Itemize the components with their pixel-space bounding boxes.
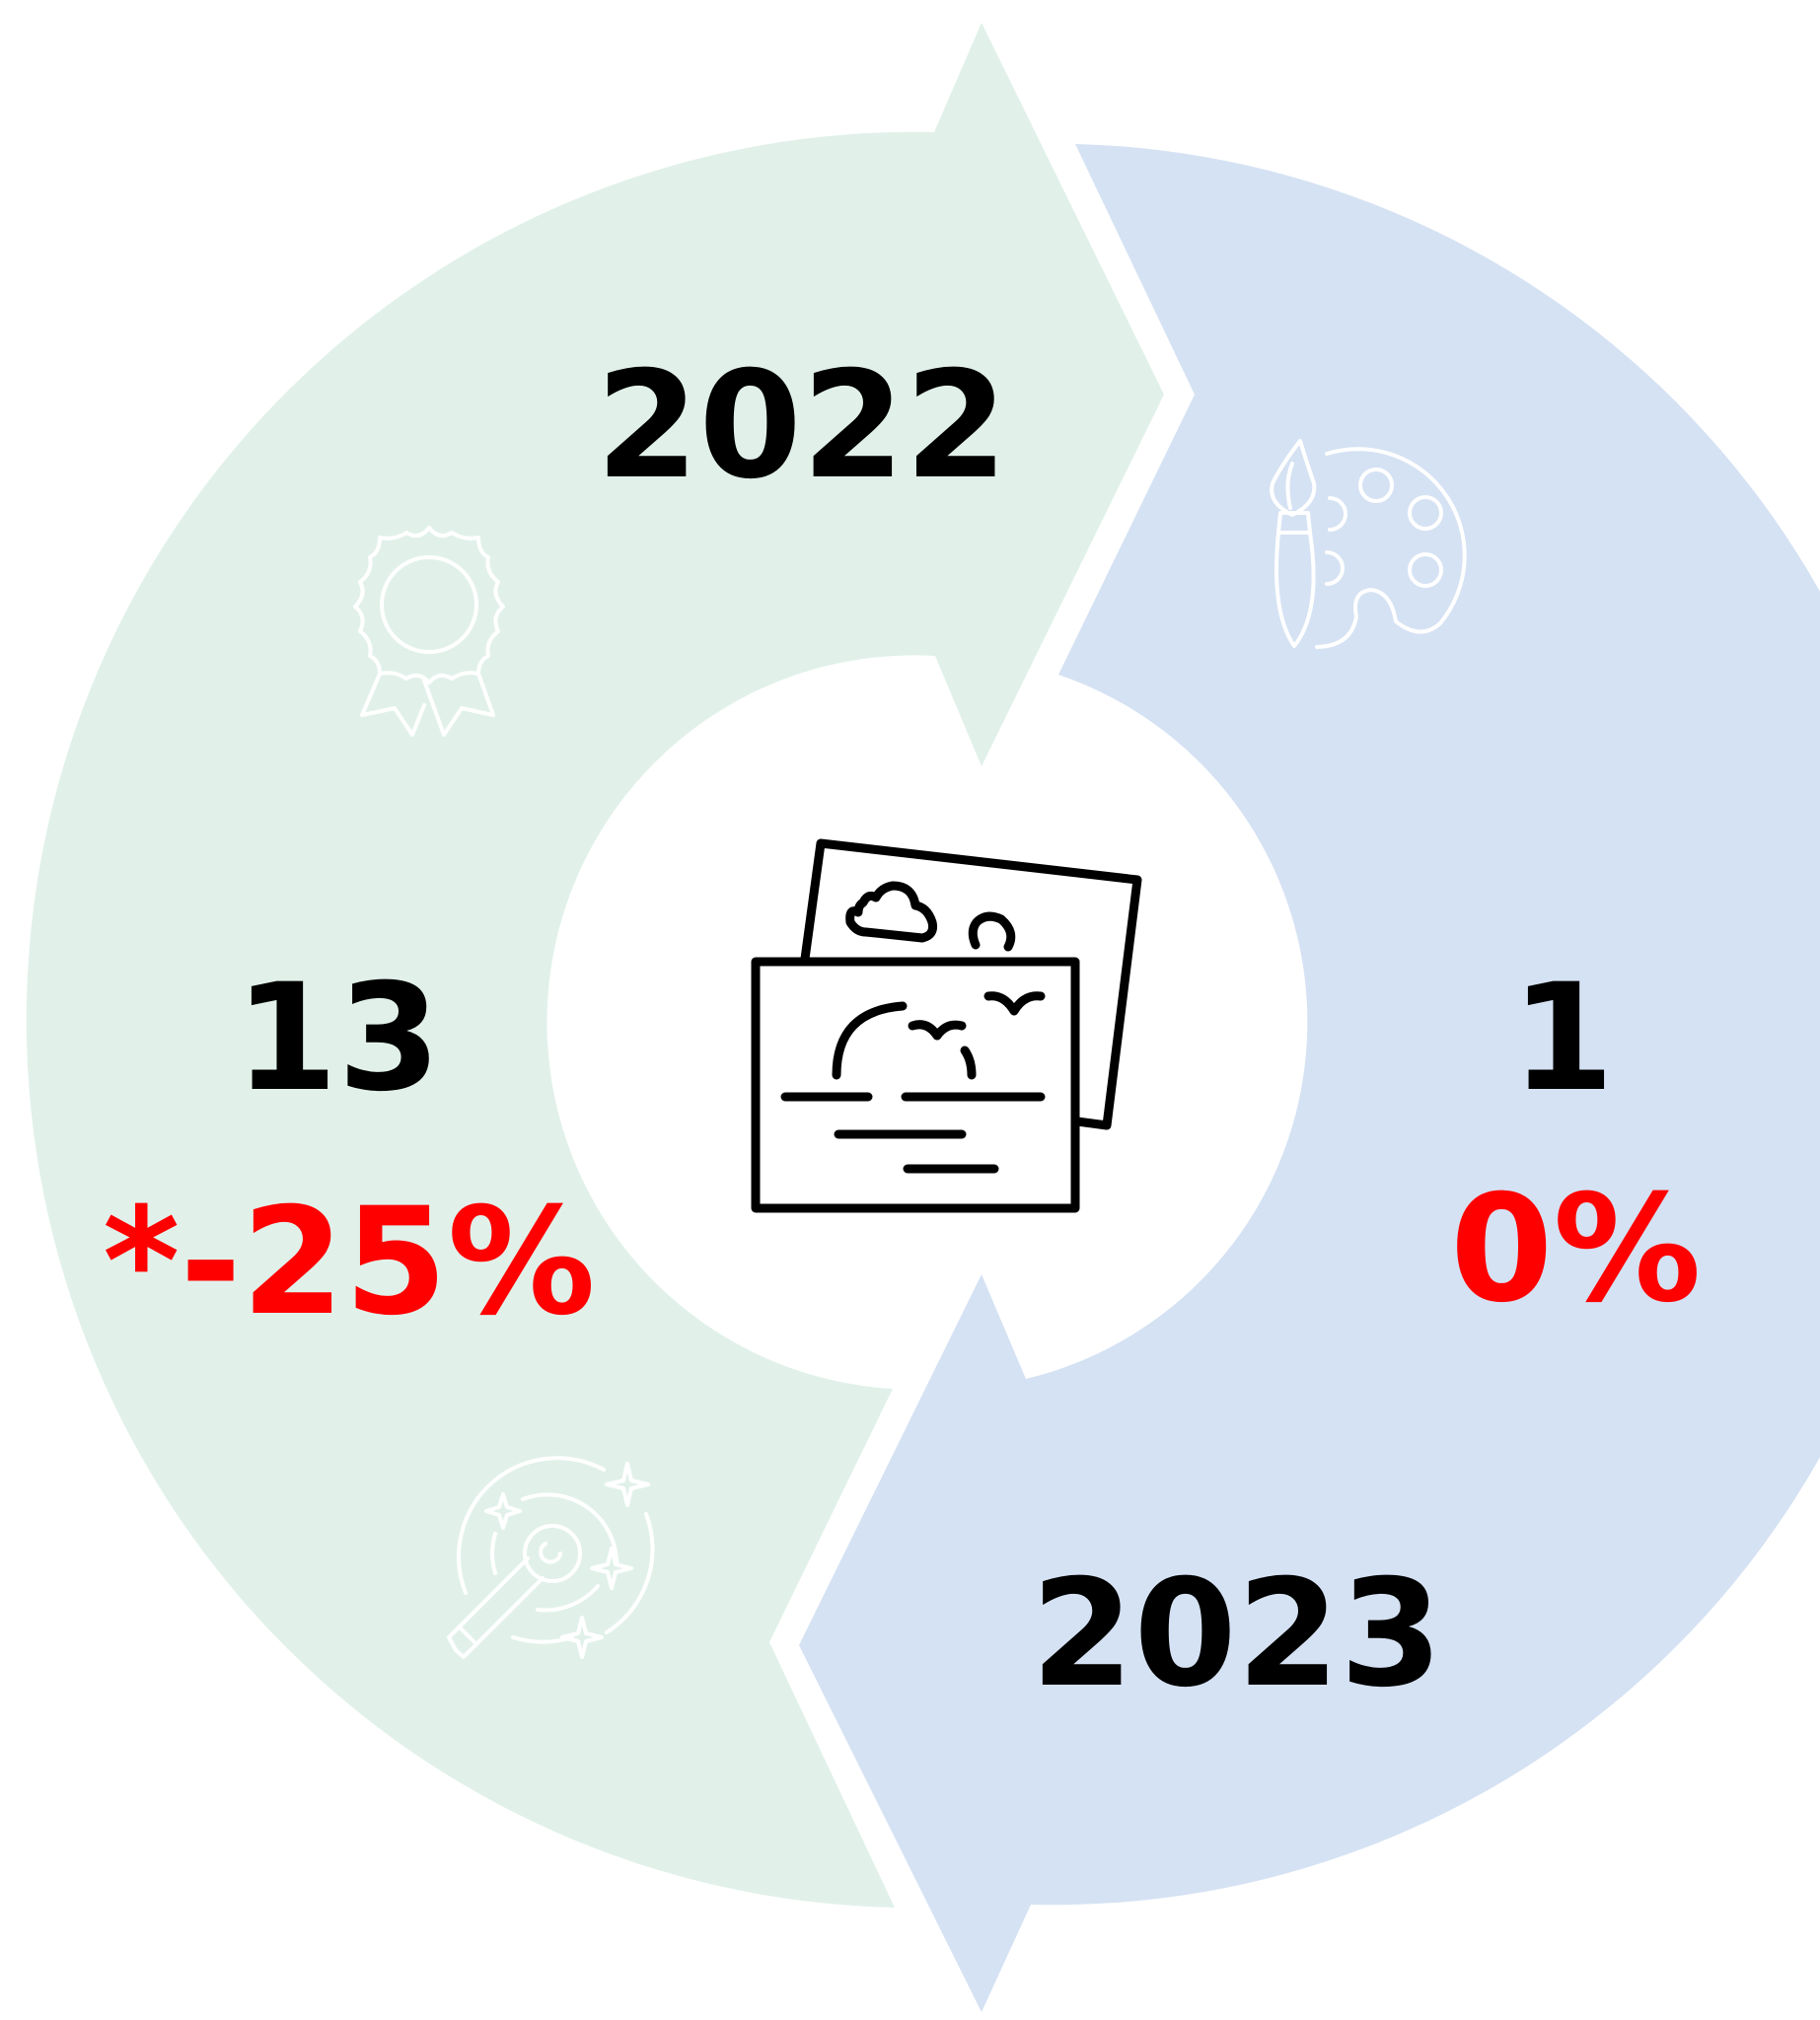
left-cycle-arc (26, 23, 1164, 1908)
pictures-gallery-icon (751, 838, 1142, 1213)
count-2022-label: 13 (235, 953, 441, 1124)
change-2023-label: 0% (1450, 1164, 1702, 1335)
count-2023-label: 1 (1511, 953, 1615, 1124)
right-cycle-arc (799, 144, 1820, 2012)
change-2022-label: *-25% (103, 1177, 596, 1348)
award-ribbon-icon (353, 526, 505, 737)
year-2022-label: 2022 (596, 340, 1008, 512)
magic-wand-icon (447, 1456, 655, 1659)
paint-palette-icon (1270, 439, 1467, 649)
year-2023-label: 2023 (1031, 1549, 1443, 1720)
